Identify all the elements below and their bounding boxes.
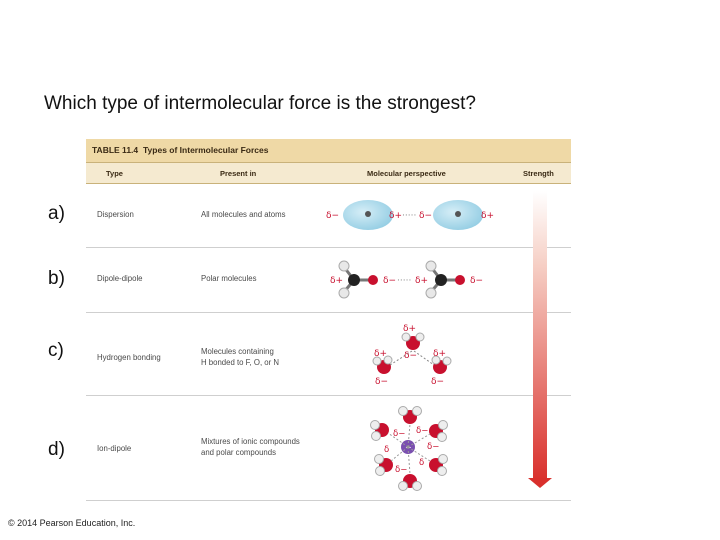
table-title-bar: TABLE 11.4 Types of Intermolecular Force… [86,139,571,162]
svg-text:δ+: δ+ [403,324,416,334]
svg-text:δ−: δ− [427,442,439,452]
table-header-row: Type Present in Molecular perspective St… [86,162,571,184]
row-iondipole-present-in: Mixtures of ionic compounds and polar co… [201,437,300,457]
row-dipole-present-in: Polar molecules [201,274,257,283]
header-present-in: Present in [220,169,257,178]
svg-text:·····: ····· [402,211,416,221]
svg-text:δ+: δ+ [433,349,446,359]
svg-text:δ+: δ+ [415,276,428,286]
row-iondipole-type: Ion-dipole [97,444,132,453]
row-divider [86,395,571,396]
question-text: Which type of intermolecular force is th… [44,93,476,114]
copyright-notice: © 2014 Pearson Education, Inc. [8,518,136,528]
strength-arrow-icon [528,191,552,488]
header-type: Type [106,169,123,178]
svg-text:δ−: δ− [416,426,428,436]
row-dispersion-present-in: All molecules and atoms [201,210,286,219]
svg-text:δ−: δ− [395,465,407,475]
option-a-label[interactable]: a) [48,203,65,224]
option-b-label[interactable]: b) [48,268,65,289]
svg-text:δ−: δ− [375,377,388,387]
header-strength: Strength [523,169,554,178]
row-divider [86,247,571,248]
svg-text:δ−: δ− [404,351,417,361]
svg-text:δ−: δ− [470,276,483,286]
header-molecular-perspective: Molecular perspective [367,169,446,178]
svg-text:δ−: δ− [326,211,339,221]
dispersion-molecule-icon: δ− δ+ ····· δ− δ+ [326,200,494,230]
svg-text:δ−: δ− [431,377,444,387]
intermolecular-forces-table: TABLE 11.4 Types of Intermolecular Force… [86,139,571,501]
svg-text:δ−: δ− [419,211,432,221]
row-divider [86,312,571,313]
table-title: Types of Intermolecular Forces [143,145,269,155]
table-number: TABLE 11.4 [92,145,139,155]
svg-text:δ: δ [419,458,424,468]
dipole-molecule-icon: δ+ δ− ····· δ+ δ− [330,260,483,299]
hydrogen-bond-molecule-icon: δ+ δ+ δ− δ+ δ− δ− [372,324,452,387]
svg-text:δ−: δ− [383,276,396,286]
row-divider [86,500,571,501]
row-dipole-type: Dipole-dipole [97,274,143,283]
molecular-perspective-illustrations: δ− δ+ ····· δ− δ+ δ+ δ− ····· δ+ [326,191,552,491]
svg-text:·····: ····· [397,276,411,286]
svg-text:δ+: δ+ [330,276,343,286]
row-hbond-type: Hydrogen bonding [97,353,161,362]
row-dispersion-type: Dispersion [97,210,134,219]
ion-dipole-molecule-icon: − δ− δ− δ− δ δ− δ [370,406,448,491]
row-hbond-present-in: Molecules containing H bonded to F, O, o… [201,347,280,367]
svg-text:δ: δ [384,445,389,455]
svg-text:δ+: δ+ [481,211,494,221]
option-c-label[interactable]: c) [48,340,64,361]
svg-text:δ−: δ− [393,429,405,439]
svg-text:δ+: δ+ [374,349,387,359]
svg-text:δ+: δ+ [389,211,402,221]
option-d-label[interactable]: d) [48,439,65,460]
